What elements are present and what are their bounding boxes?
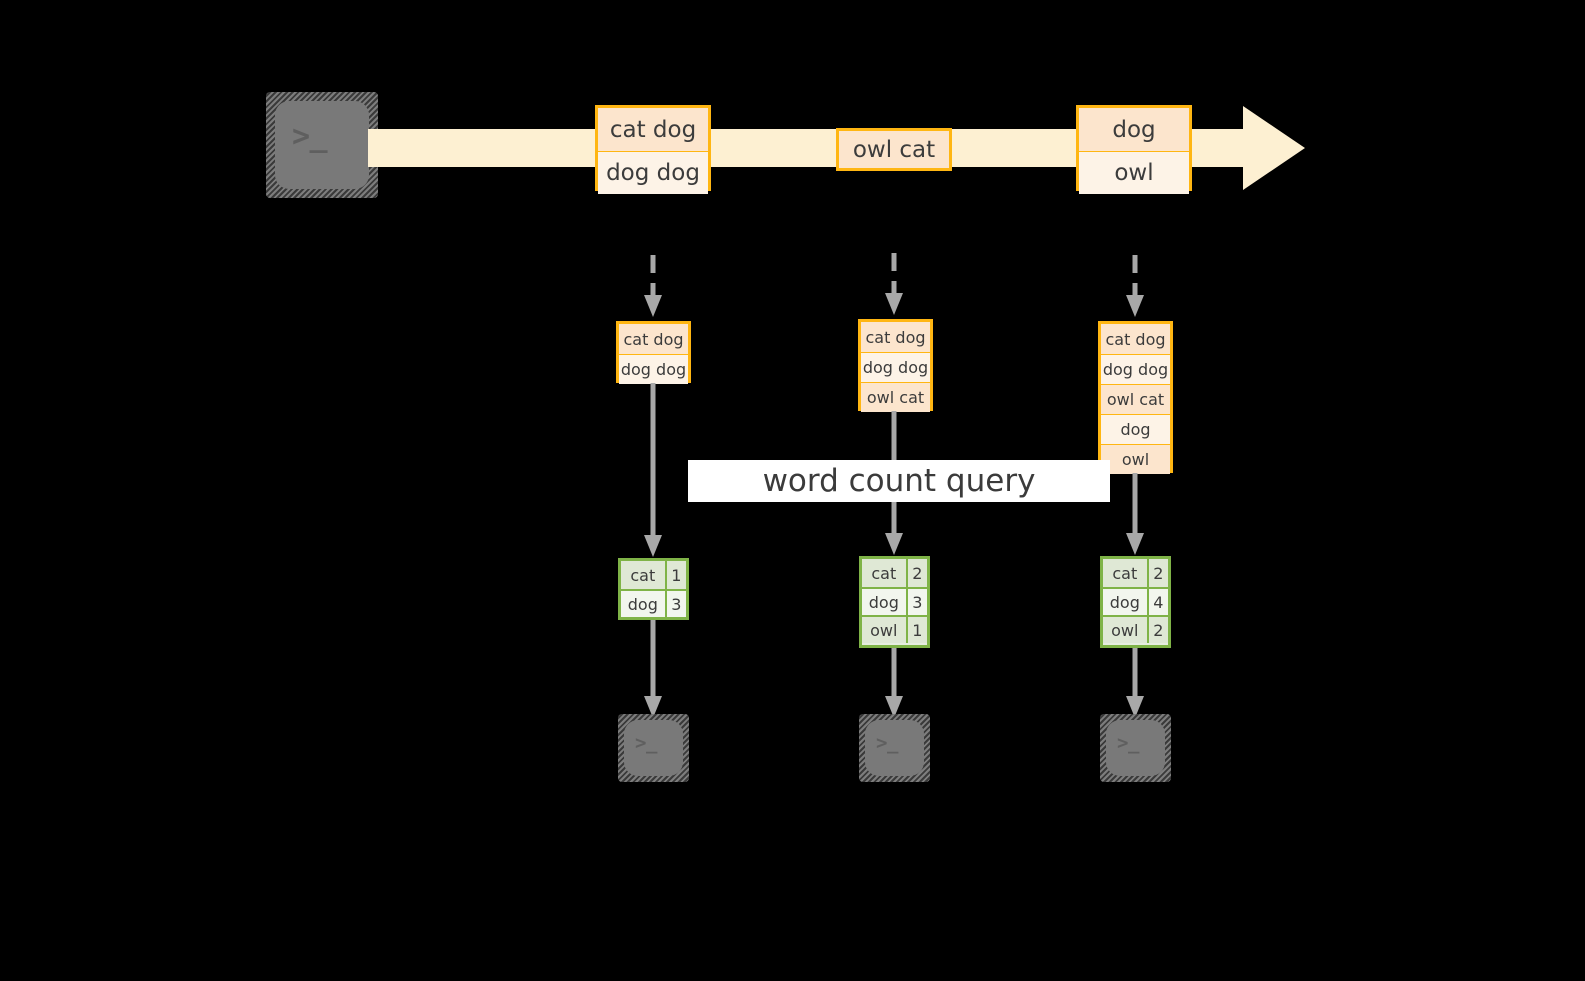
word-count-table-3: cat 2 dog 4 owl 2 [1100,556,1171,648]
consumer-terminal-icon-3: >_ [1100,714,1171,782]
word-count-table-1: cat 1 dog 3 [618,558,689,620]
state-to-counts-connector-3 [1125,473,1145,557]
count-cell: 1 [664,561,686,589]
counts-to-consumer-connector-1 [643,620,663,720]
prompt-glyph: >_ [876,732,899,754]
word-count-table-2: cat 2 dog 3 owl 1 [859,556,930,648]
word-cell: owl [1103,617,1147,643]
table-row: cat 2 [862,559,927,587]
consumer-terminal-icon-2: >_ [859,714,930,782]
icon-body [865,720,924,776]
state-line: cat dog [1101,324,1170,354]
word-cell: dog [862,589,906,615]
word-cell: cat [1103,559,1147,587]
word-cell: cat [862,559,906,587]
prompt-glyph: >_ [635,732,658,754]
counts-to-consumer-connector-3 [1125,648,1145,720]
state-box-2: cat dog dog dog owl cat [858,319,933,412]
state-line: dog dog [619,354,688,384]
stream-to-state-connector-1 [643,255,663,321]
state-line: owl cat [861,382,930,412]
counts-to-consumer-connector-2 [884,648,904,720]
stream-to-state-connector-3 [1125,255,1145,321]
message-line: dog dog [598,151,708,194]
message-line: cat dog [598,108,708,151]
table-row: dog 3 [621,589,686,617]
state-line: dog dog [861,352,930,382]
stream-to-state-connector-2 [884,253,904,319]
count-cell: 3 [664,591,686,617]
table-row: owl 1 [862,615,927,643]
state-line: owl cat [1101,384,1170,414]
state-box-1: cat dog dog dog [616,321,691,384]
state-line: owl [1101,444,1170,474]
count-cell: 2 [1146,617,1168,643]
query-label: word count query [762,463,1036,499]
stream-message-1: cat dog dog dog [595,105,711,194]
prompt-glyph: >_ [1117,732,1140,754]
icon-body [275,101,369,189]
query-label-band: word count query [688,460,1110,502]
count-cell: 1 [905,617,927,643]
word-cell: dog [621,591,665,617]
word-cell: owl [862,617,906,643]
count-cell: 4 [1146,589,1168,615]
count-cell: 3 [905,589,927,615]
stream-message-3: dog owl [1076,105,1192,194]
state-box-3: cat dog dog dog owl cat dog owl [1098,321,1173,474]
stream-message-2: owl cat [836,128,952,171]
state-line: cat dog [619,324,688,354]
table-row: cat 2 [1103,559,1168,587]
word-cell: cat [621,561,665,589]
message-line: owl [1079,151,1189,194]
table-row: dog 4 [1103,587,1168,615]
message-line: dog [1079,108,1189,151]
icon-body [1106,720,1165,776]
producer-terminal-icon: >_ [266,92,378,198]
prompt-glyph: >_ [292,119,328,154]
message-line: owl cat [839,131,949,168]
state-to-counts-connector-1 [643,383,663,559]
word-cell: dog [1103,589,1147,615]
table-row: cat 1 [621,561,686,589]
table-row: dog 3 [862,587,927,615]
count-cell: 2 [905,559,927,587]
count-cell: 2 [1146,559,1168,587]
consumer-terminal-icon-1: >_ [618,714,689,782]
icon-body [624,720,683,776]
state-line: cat dog [861,322,930,352]
state-line: dog dog [1101,354,1170,384]
table-row: owl 2 [1103,615,1168,643]
state-line: dog [1101,414,1170,444]
